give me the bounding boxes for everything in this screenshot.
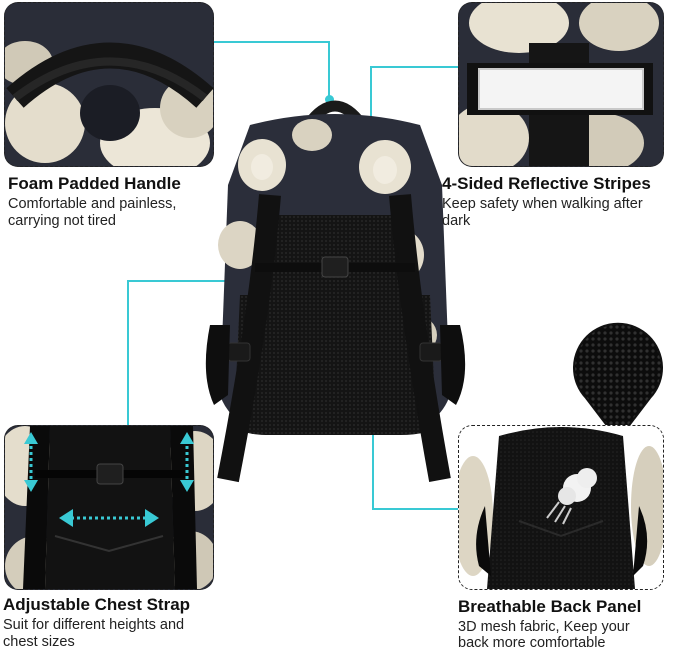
reflective-feature-title: 4-Sided Reflective Stripes (442, 174, 651, 193)
connector-reflective-h (370, 66, 460, 68)
chest-strap-closeup-image (4, 425, 214, 590)
reflective-stripe-closeup-image (458, 2, 664, 167)
back-panel-feature-desc-line2: back more comfortable (458, 635, 606, 651)
chest-strap-feature-title: Adjustable Chest Strap (3, 595, 191, 614)
handle-closeup-image (4, 2, 214, 167)
back-panel-closeup-image (458, 425, 664, 590)
back-panel-feature-title: Breathable Back Panel (458, 597, 642, 616)
reflective-feature-desc-line2: dark (442, 213, 471, 229)
connector-handle-h (212, 41, 330, 43)
back-panel-feature-desc-line1: 3D mesh fabric, Keep your (458, 619, 630, 635)
mesh-fabric-bubble-image (572, 318, 664, 442)
connector-back-h (372, 508, 458, 510)
handle-feature-desc-line1: Comfortable and painless, (8, 196, 177, 212)
backpack-image (200, 95, 470, 485)
chest-strap-feature-desc-line2: chest sizes (3, 634, 75, 650)
handle-feature-title: Foam Padded Handle (8, 174, 181, 193)
connector-handle-dot (325, 95, 334, 104)
connector-back-v (372, 368, 374, 510)
reflective-feature-desc-line1: Keep safety when walking after (442, 196, 643, 212)
connector-chest-v (127, 280, 129, 425)
handle-feature-desc-line2: carrying not tired (8, 213, 116, 229)
connector-handle-v (328, 41, 330, 99)
chest-strap-feature-desc-line1: Suit for different heights and (3, 617, 185, 633)
